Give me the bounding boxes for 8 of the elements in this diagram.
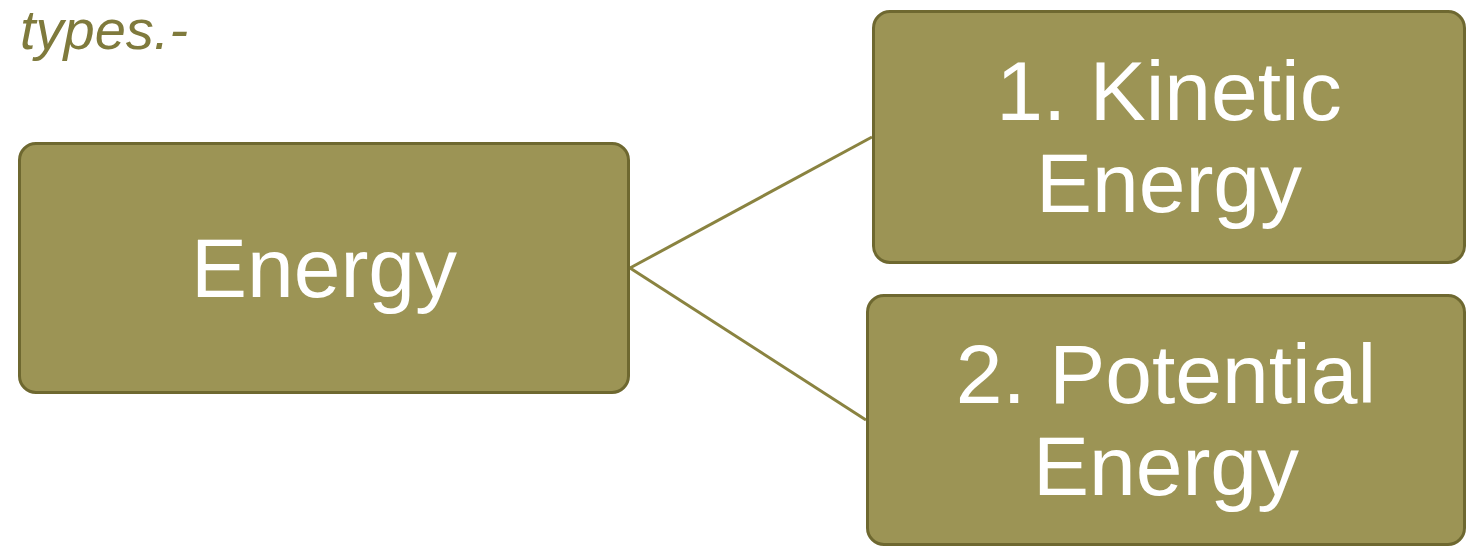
connector-line	[629, 135, 873, 270]
topic-box	[866, 294, 1466, 546]
box-label: 1. Kinetic Energy	[995, 44, 1343, 230]
box-label: 2. Potential Energy	[954, 327, 1378, 513]
topic-box	[18, 142, 630, 394]
connector-line	[629, 266, 867, 422]
topic-box	[872, 10, 1466, 264]
box-label: Energy	[190, 221, 458, 315]
